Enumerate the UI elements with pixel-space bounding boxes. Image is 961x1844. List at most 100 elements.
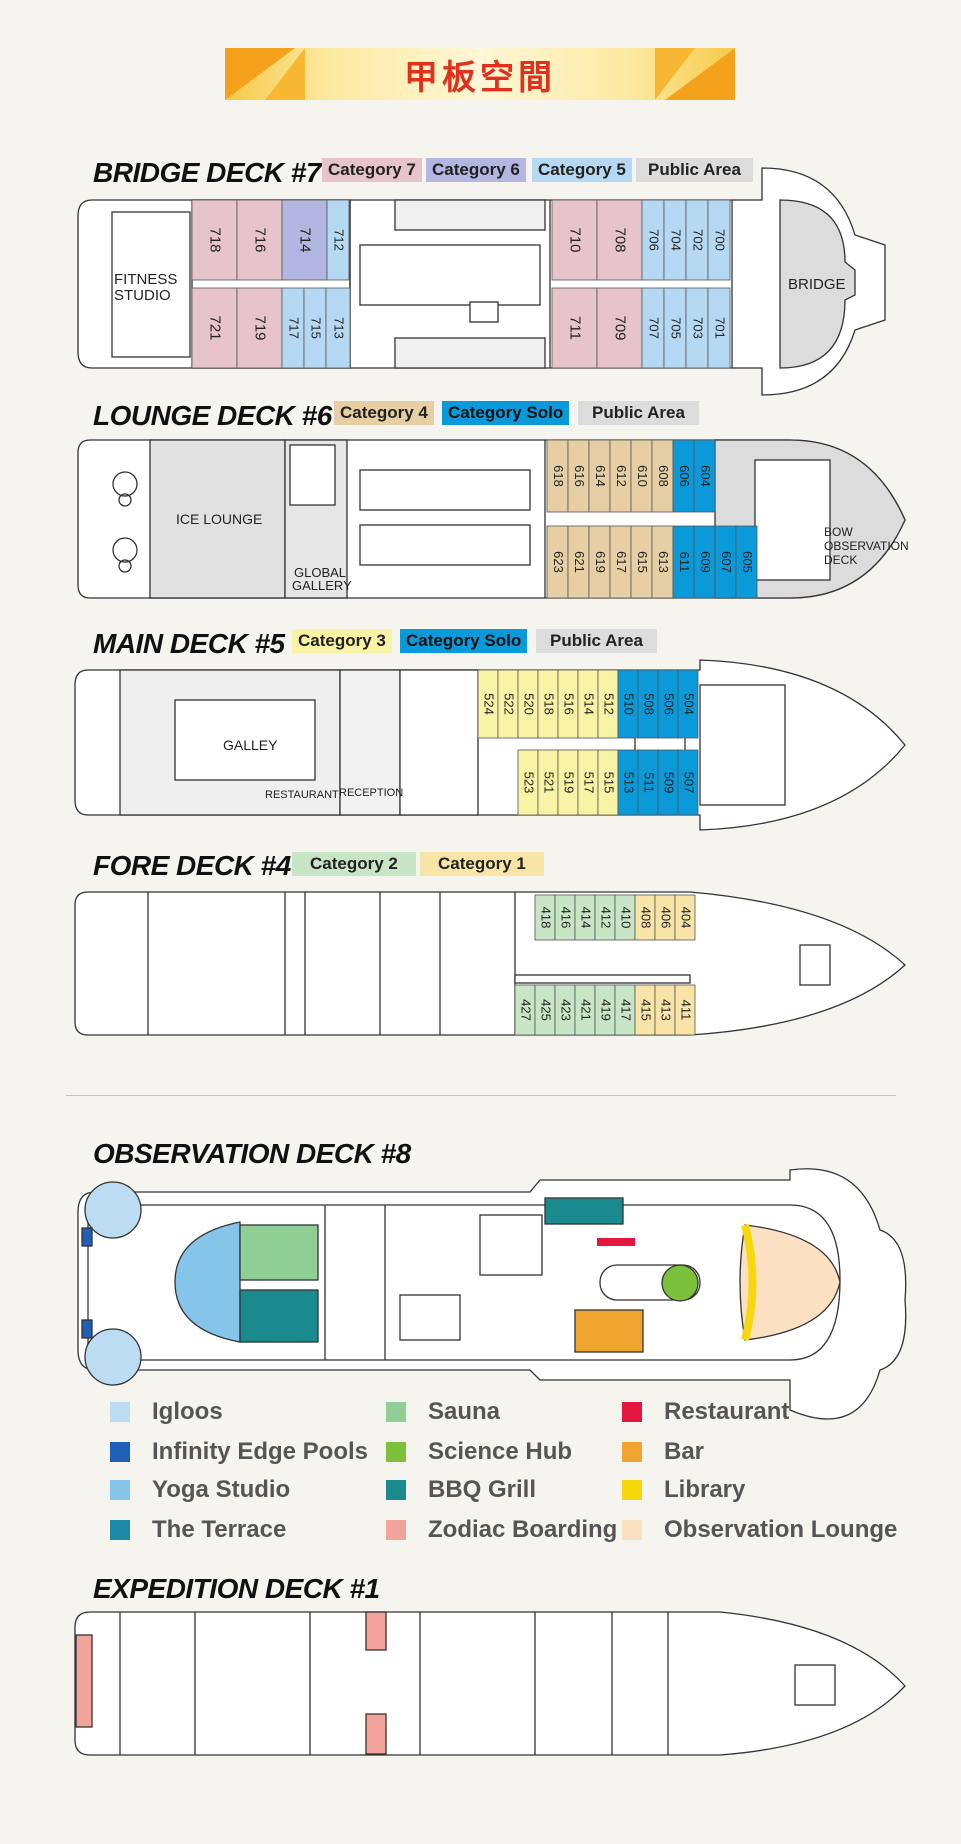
cabin [693,439,716,513]
cabin-number: 412 [599,907,614,929]
cabin [191,199,238,281]
cabin-number: 617 [614,551,629,573]
global-gallery-label: GLOBAL [294,565,346,580]
legend-chip-public-area: Public Area [636,158,753,182]
cabin-number: 707 [647,317,662,339]
legend-label: Science Hub [428,1438,573,1465]
cabin-number: 705 [669,317,684,339]
cabin-number: 421 [579,999,594,1021]
legend-swatch [386,1442,406,1462]
cabin-number: 611 [677,552,692,573]
legend-item: Yoga Studio [110,1476,290,1504]
legend-chip-category-7: Category 7 [322,158,422,182]
cabin-number: 411 [679,1000,694,1021]
cabin [236,287,283,369]
cabin [677,669,699,739]
legend-chip-public-area: Public Area [536,629,657,653]
legend-label: The Terrace [152,1516,287,1543]
cabin-number: 504 [682,693,697,715]
cabin-number: 514 [582,693,597,715]
cabin-number: 609 [698,551,713,573]
legend-label: Library [664,1476,746,1503]
cabin-number: 702 [691,229,706,251]
fitness-studio-label: FITNESS [114,271,177,288]
cabin-number: 708 [612,227,629,252]
cabin-number: 610 [635,465,650,487]
cabin-number: 709 [612,315,629,340]
cabin [325,287,351,369]
legend-swatch [386,1480,406,1500]
galley-label: GALLEY [223,737,278,753]
cabin-number: 418 [539,907,554,929]
cabin-number: 703 [691,317,706,339]
cabin-number: 519 [562,772,577,794]
legend-chip-category-3: Category 3 [292,629,392,653]
expedition-deck-title: EXPEDITION DECK #1 [93,1573,380,1604]
cabin-number: 523 [522,772,537,794]
legend-chip-category-solo: Category Solo [400,629,528,653]
title-banner: 甲板空間 [225,48,735,100]
cabin-number: 612 [614,465,629,487]
cabin-number: 521 [542,772,557,794]
fore-deck-plan [74,891,906,1036]
cabin [674,894,696,941]
cabin-number: 404 [679,907,694,929]
global-gallery-label: GALLERY [292,578,352,593]
cabin-number: 718 [207,227,224,252]
cabin [707,287,731,369]
legend-label: BBQ Grill [428,1476,537,1503]
cabin-number: 713 [332,317,347,339]
legend-chip-category-1: Category 1 [420,852,544,876]
cabin-number: 515 [602,772,617,794]
cabin-number: 520 [522,693,537,715]
cabin-number: 417 [619,999,634,1021]
cabin-number: 604 [698,465,713,487]
cabin-number: 701 [713,317,728,339]
banner-decoration [265,48,305,100]
cabin-number: 522 [502,693,517,715]
cabin-number: 423 [559,999,574,1021]
cabin-number: 721 [207,315,224,340]
legend-chip-category-2: Category 2 [292,852,416,876]
legend-swatch [110,1402,130,1422]
legend-swatch [622,1520,642,1540]
cabin-number: 516 [562,693,577,715]
restaurant-label: RESTAURANT [265,789,339,801]
legend-label: Restaurant [664,1398,790,1425]
bow-observation-label: BOW [824,525,853,539]
banner-decoration [655,48,695,100]
legend-label: Igloos [152,1398,223,1425]
cabin-number: 511 [642,772,657,793]
cabin-number: 619 [593,551,608,573]
cabin-number: 607 [719,551,734,573]
cabin-number: 712 [332,229,347,251]
cabin-number: 613 [656,551,671,573]
cabin-number: 506 [662,693,677,715]
cabin-number: 406 [659,907,674,929]
cabin-number: 716 [252,227,269,252]
cabin [677,749,699,816]
legend-swatch [110,1480,130,1500]
cabin-number: 618 [551,465,566,487]
legend-swatch [110,1520,130,1540]
cabin-number: 605 [740,551,755,573]
legend-chip-category-solo: Category Solo [442,401,570,425]
cabin [191,287,238,369]
cabin-number: 508 [642,693,657,715]
legend-label: Infinity Edge Pools [152,1438,369,1465]
cabin-number: 711 [567,316,584,340]
legend-item: Igloos [110,1398,223,1426]
expedition-deck-plan [74,1611,906,1756]
cabin-number: 408 [639,907,654,929]
legend-swatch [622,1442,642,1462]
cabin-number: 512 [602,693,617,715]
cabin-number: 623 [551,551,566,573]
legend-swatch [622,1480,642,1500]
cabin-number: 606 [677,465,692,487]
legend-swatch [386,1402,406,1422]
cabin [707,199,731,281]
cabin-number: 419 [599,999,614,1021]
cabin-number: 614 [593,465,608,487]
cabin-number: 518 [542,693,557,715]
